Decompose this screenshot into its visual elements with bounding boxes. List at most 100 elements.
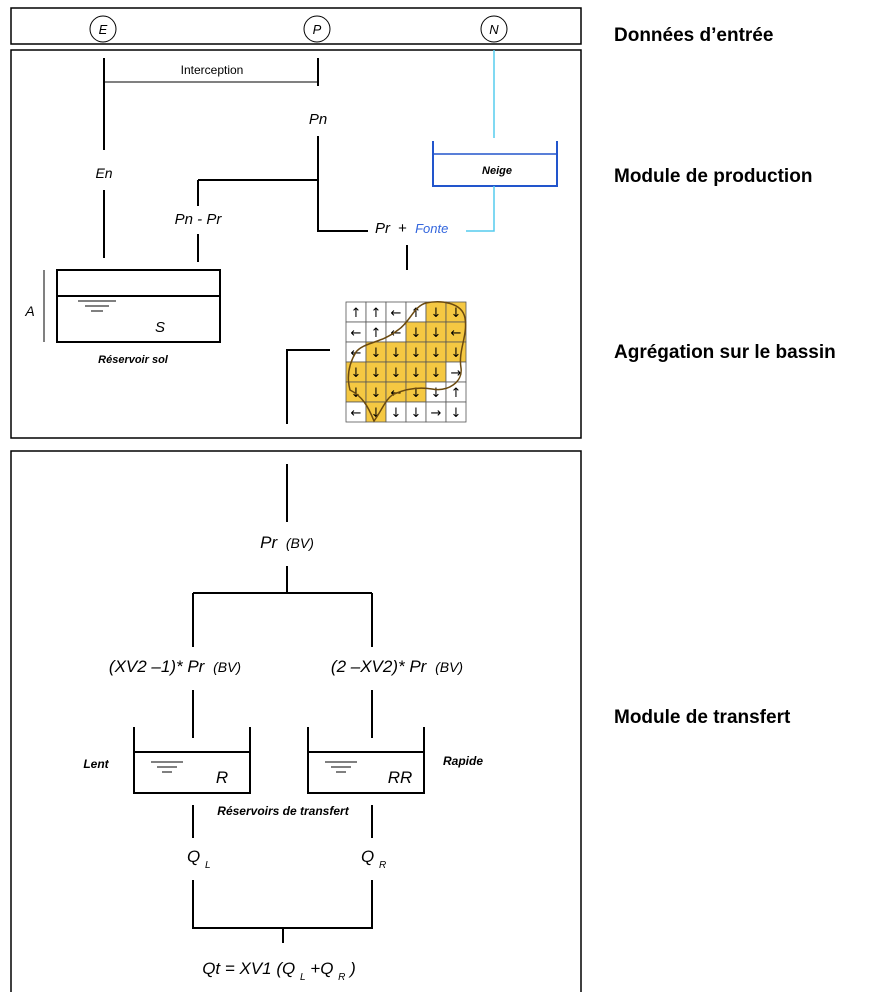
pr-bv-pr: Pr: [260, 533, 278, 552]
flow-arrow: →: [451, 366, 462, 381]
flow-arrow: ↓: [411, 326, 422, 341]
flow-arrow: ←: [391, 326, 402, 341]
flow-arrow: ↓: [391, 406, 402, 421]
neige-reservoir: [432, 141, 558, 187]
reservoirs-transfert-label: Réservoirs de transfert: [217, 804, 349, 818]
left-formula-text: (XV2 –1)* Pr: [109, 657, 206, 676]
qr-q: Q: [361, 847, 374, 866]
en-label: En: [95, 165, 112, 181]
flow-arrow: ↓: [411, 366, 422, 381]
flow-arrow: ↑: [411, 306, 422, 321]
flow-arrow: ↓: [411, 346, 422, 361]
left-formula: (XV2 –1)* Pr (BV): [109, 657, 241, 676]
pr-label: Pr: [375, 220, 391, 237]
right-formula-text: (2 –XV2)* Pr: [331, 657, 428, 676]
plus-label: +: [398, 220, 407, 237]
flow-arrow: ↓: [391, 346, 402, 361]
flow-arrow: ←: [451, 326, 462, 341]
right-formula: (2 –XV2)* Pr (BV): [331, 657, 463, 676]
flow-arrow: ↓: [431, 366, 442, 381]
flow-arrow: →: [431, 406, 442, 421]
reservoir-sol: [56, 269, 221, 343]
neige-label: Neige: [482, 165, 512, 177]
left-formula-bv: (BV): [213, 659, 241, 675]
flow-arrow: ↓: [411, 406, 422, 421]
fonte-line: [466, 186, 495, 232]
pn-pr-label: Pn - Pr: [175, 211, 223, 228]
qt-close: ): [348, 959, 356, 978]
water-level-icon: [78, 300, 116, 312]
flow-arrow: ↓: [451, 406, 462, 421]
input-e-label: E: [99, 22, 108, 37]
water-level-icon: [325, 761, 357, 773]
flow-arrow: ↓: [431, 346, 442, 361]
r-label: R: [216, 768, 228, 787]
flow-arrow: ↓: [371, 346, 382, 361]
reservoir-sol-label: Réservoir sol: [98, 354, 169, 366]
label-module-production: Module de production: [614, 166, 812, 187]
interception-label: Interception: [181, 63, 244, 77]
flow-arrow: ↓: [371, 406, 382, 421]
label-donnees-entree: Données d’entrée: [614, 25, 773, 46]
qt-sub-l: L: [300, 972, 306, 983]
input-n-label: N: [489, 22, 499, 37]
water-level-icon: [151, 761, 183, 773]
qt-sub-r: R: [338, 972, 345, 983]
flow-arrow: ↑: [451, 386, 462, 401]
pn-label: Pn: [309, 111, 327, 128]
qr-sub: R: [379, 860, 386, 871]
input-p-label: P: [313, 22, 322, 37]
input-p-node: P: [303, 15, 331, 43]
flow-arrow: ↓: [351, 366, 362, 381]
input-panel: [10, 7, 582, 45]
flow-arrow: ↑: [371, 326, 382, 341]
flow-arrow: ↓: [451, 306, 462, 321]
s-label: S: [155, 319, 165, 336]
qt-plus-q: +Q: [310, 959, 333, 978]
rr-label: RR: [388, 768, 413, 787]
qt-formula: Qt = XV1 (Q L +Q R ): [202, 959, 356, 984]
label-module-transfert: Module de transfert: [614, 707, 791, 728]
reservoir-rr: [307, 727, 425, 794]
grid-cell: [445, 401, 467, 423]
catchment-outline: [347, 301, 467, 423]
flow-arrow: ↓: [411, 386, 422, 401]
flow-arrow: ↓: [371, 366, 382, 381]
lent-label: Lent: [83, 757, 109, 771]
production-panel: [10, 49, 582, 439]
aggregation-line: [286, 349, 330, 424]
reservoir-r: [133, 727, 251, 794]
pr-plus-fonte: Pr + Fonte: [375, 220, 448, 237]
fonte-label: Fonte: [415, 221, 448, 236]
right-formula-bv: (BV): [435, 659, 463, 675]
flow-direction-grid: ↑↑←↑↓↓←↑←↓↓←←↓↓↓↓↓↓↓↓↓↓→↓↓←↓↓↑←↓↓↓→↓: [345, 301, 467, 423]
pr-bv-bv: (BV): [286, 535, 314, 551]
flow-arrow: ↑: [371, 306, 382, 321]
input-e-node: E: [89, 15, 117, 43]
flow-arrow: ↓: [431, 326, 442, 341]
ql-label: Q L: [187, 847, 211, 871]
rapide-label: Rapide: [443, 754, 483, 768]
a-label: A: [24, 303, 34, 319]
flow-arrow: ←: [351, 326, 362, 341]
transfer-panel: [10, 450, 582, 992]
flow-arrow: ↓: [431, 306, 442, 321]
flow-arrow: ↓: [431, 386, 442, 401]
qt-prefix: Qt = XV1 (Q: [202, 959, 295, 978]
flow-arrow: ↓: [371, 386, 382, 401]
pr-bv-label: Pr (BV): [260, 533, 314, 552]
outflow-merge: [192, 880, 373, 929]
ql-q: Q: [187, 847, 200, 866]
flow-arrow: ↑: [351, 306, 362, 321]
pn-line: [317, 136, 368, 232]
flow-arrow: ←: [351, 406, 362, 421]
flow-arrow: ↓: [391, 366, 402, 381]
label-agregation-bassin: Agrégation sur le bassin: [614, 342, 836, 363]
input-n-node: N: [480, 15, 508, 43]
ql-sub: L: [205, 860, 211, 871]
qr-label: Q R: [361, 847, 386, 871]
flow-arrow: ↓: [451, 346, 462, 361]
flow-arrow: ←: [391, 306, 402, 321]
flow-arrow: ←: [351, 346, 362, 361]
